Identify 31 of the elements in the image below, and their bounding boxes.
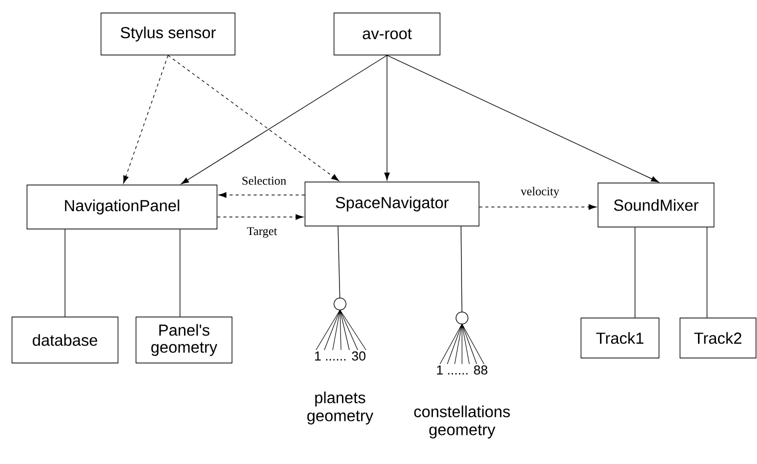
edge-label: Target — [246, 226, 278, 239]
component-box: Panel's geometry — [136, 316, 232, 364]
connector-line — [634, 227, 636, 318]
arrow — [218, 192, 305, 198]
junction-circle — [334, 298, 346, 310]
part-label: constellations geometry — [414, 406, 510, 438]
arrow — [479, 204, 596, 210]
range-label: 1 ...... 88 — [437, 365, 488, 375]
arrow — [168, 55, 340, 182]
connector-line — [706, 227, 708, 318]
connector-line — [338, 226, 340, 298]
component-box: SpaceNavigator — [304, 182, 480, 226]
junction-circle — [456, 312, 468, 324]
arrow — [123, 55, 168, 184]
component-box: Track1 — [580, 318, 660, 358]
component-box: av-root — [334, 12, 440, 56]
arrow — [217, 214, 304, 220]
component-box: database — [12, 316, 118, 364]
arrow — [386, 55, 659, 182]
component-box: SoundMixer — [598, 182, 714, 228]
edge-label: velocity — [520, 186, 560, 199]
component-box: Track2 — [680, 318, 756, 358]
arrow — [384, 55, 390, 180]
arrow — [181, 55, 388, 184]
component-box: Stylus sensor — [100, 12, 236, 56]
connector-line — [64, 229, 66, 317]
edge-label: Selection — [240, 175, 288, 186]
part-label: planets geometry — [307, 392, 374, 424]
range-label: 1 ...... 30 — [315, 351, 366, 361]
connector-line — [460, 226, 462, 312]
component-box: NavigationPanel — [26, 184, 218, 230]
